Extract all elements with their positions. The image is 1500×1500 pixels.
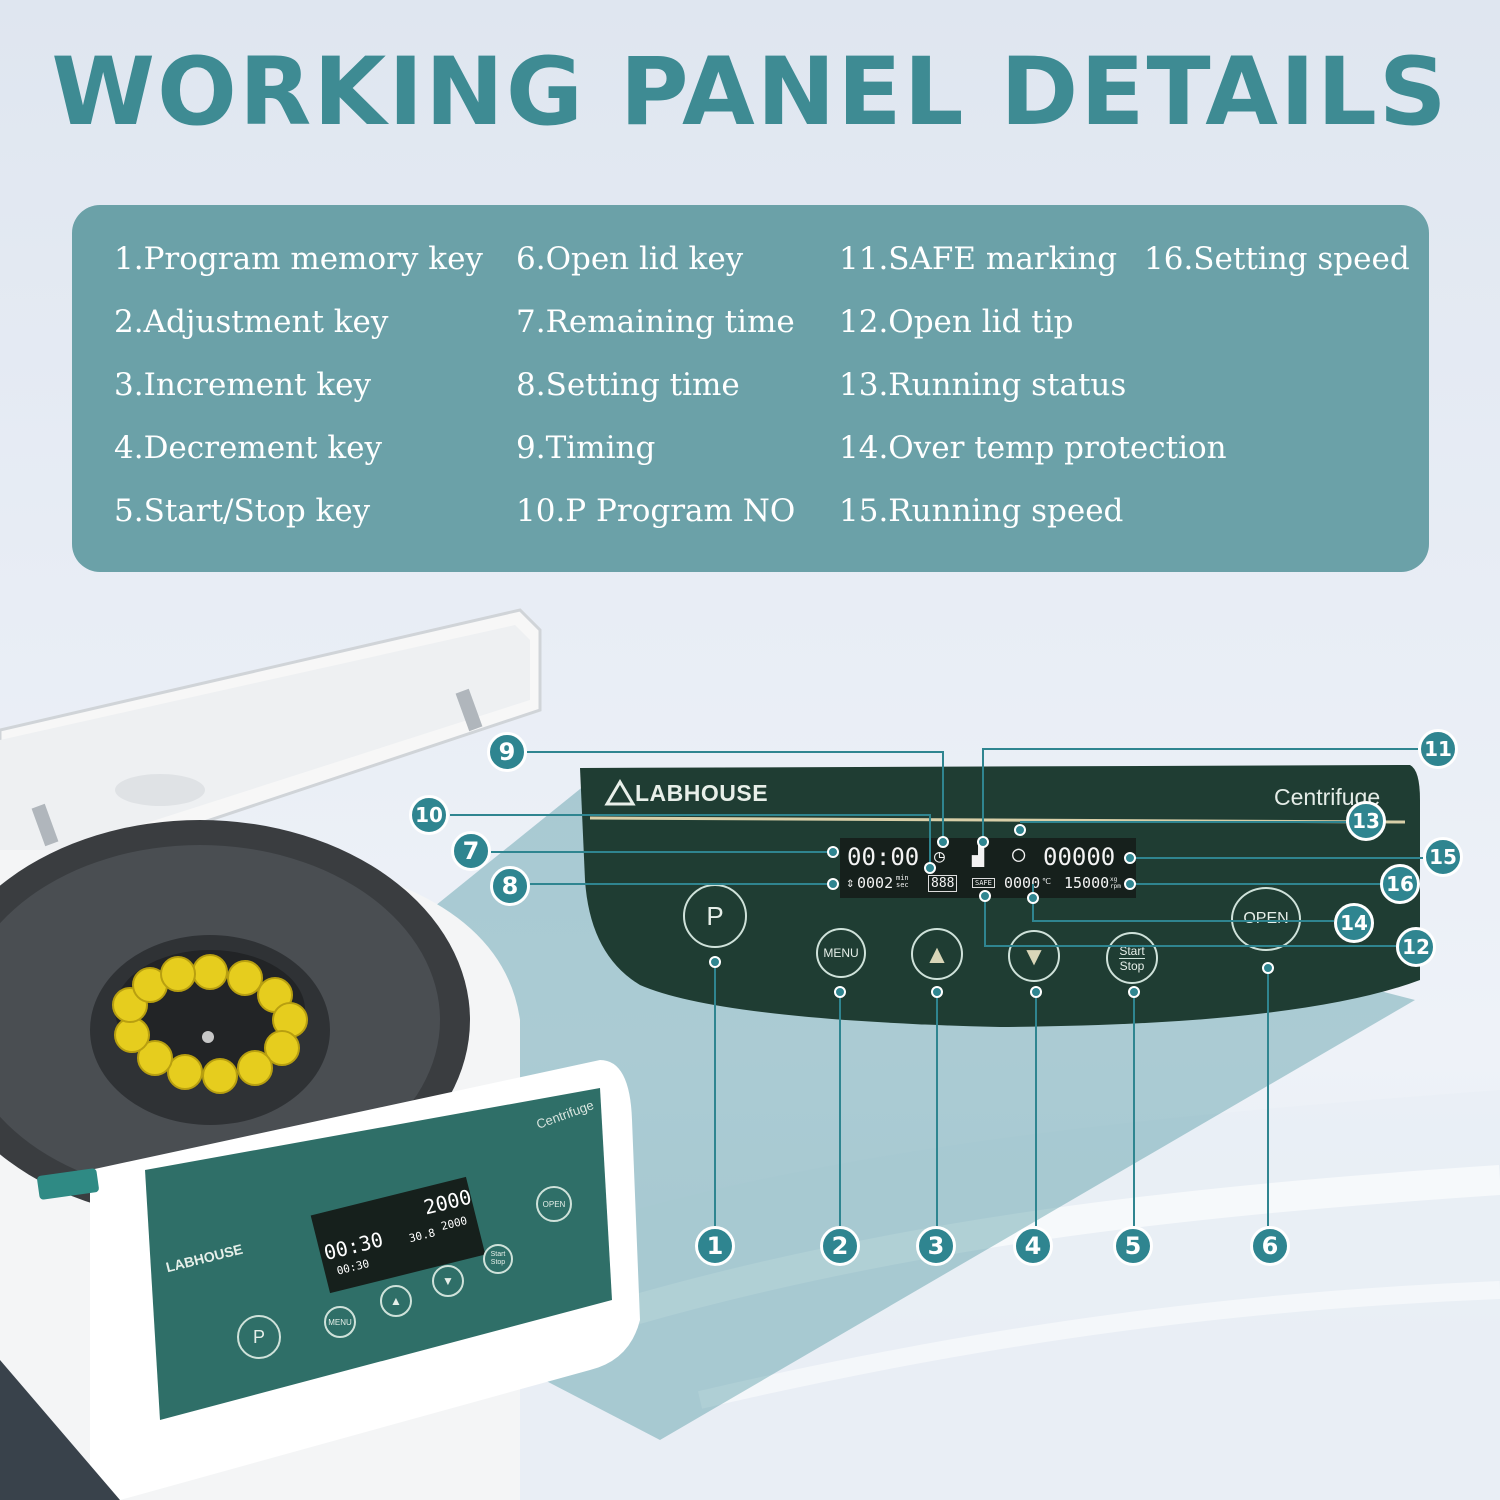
setting-speed-readout: 15000	[1064, 874, 1110, 892]
legend-item-3: 3.Increment key	[114, 367, 371, 403]
page-title: WORKING PANEL DETAILS	[51, 38, 1449, 147]
machine-up-icon: ▲	[390, 1294, 402, 1308]
legend-item-6: 6.Open lid key	[516, 241, 744, 277]
callout-badge-3: 3	[916, 1226, 956, 1266]
legend-item-10: 10.P Program NO	[516, 493, 796, 529]
legend-item-2: 2.Adjustment key	[114, 304, 389, 340]
legend-item-8: 8.Setting time	[516, 367, 740, 403]
up-arrow-icon: ▲	[924, 938, 950, 969]
temperature-readout: 0000	[1004, 874, 1041, 892]
menu-key[interactable]: MENU	[816, 928, 866, 978]
callout-badge-5: 5	[1113, 1226, 1153, 1266]
machine-stop-label: Stop	[490, 1259, 506, 1266]
machine-increment-key[interactable]: ▲	[380, 1285, 412, 1317]
machine-down-icon: ▼	[442, 1274, 454, 1288]
remaining-time-readout: 00:00	[847, 843, 920, 871]
legend-item-5: 5.Start/Stop key	[114, 493, 371, 529]
legend-item-12: 12.Open lid tip	[839, 304, 1074, 340]
safe-marking: SAFE	[972, 878, 995, 888]
panel-brand-text: LABHOUSE	[635, 780, 769, 806]
open-lid-icon: ▟	[972, 843, 985, 867]
callout-badge-1: 1	[695, 1226, 735, 1266]
callout-badge-6: 6	[1250, 1226, 1290, 1266]
callout-badge-10: 10	[409, 795, 449, 835]
callout-badge-12: 12	[1396, 927, 1436, 967]
running-status-icon: ○	[1012, 842, 1026, 867]
temperature-unit: ℃	[1042, 877, 1051, 886]
machine-start-label: Start	[490, 1251, 506, 1258]
lcd-display	[840, 838, 1136, 898]
running-speed-readout: 00000	[1043, 843, 1116, 871]
legend-item-14: 14.Over temp protection	[839, 430, 1227, 466]
centrifuge-machine	[0, 608, 640, 1500]
legend-item-13: 13.Running status	[839, 367, 1127, 403]
speed-units: xg rpm	[1110, 876, 1121, 890]
machine-program-key[interactable]: P	[237, 1315, 281, 1359]
callout-badge-11: 11	[1418, 729, 1458, 769]
open-lid-key[interactable]: OPEN	[1231, 887, 1301, 951]
time-units: min sec	[896, 874, 909, 889]
machine-menu-key[interactable]: MENU	[324, 1306, 356, 1338]
legend-item-11: 11.SAFE marking	[839, 241, 1118, 277]
callout-badge-15: 15	[1423, 837, 1463, 877]
legend-panel: 1.Program memory key 2.Adjustment key 3.…	[72, 205, 1429, 572]
adjust-icon: ⇕	[846, 875, 855, 891]
machine-start-stop-key[interactable]: Start Stop	[483, 1244, 513, 1274]
setting-time-readout: 0002	[857, 874, 894, 892]
panel-brand: LABHOUSE	[605, 780, 768, 807]
machine-open-key[interactable]: OPEN	[536, 1186, 572, 1222]
callout-badge-4: 4	[1013, 1226, 1053, 1266]
legend-item-7: 7.Remaining time	[516, 304, 795, 340]
callout-badge-16: 16	[1380, 864, 1420, 904]
callout-badge-9: 9	[487, 732, 527, 772]
machine-decrement-key[interactable]: ▼	[432, 1265, 464, 1297]
callout-badge-7: 7	[451, 831, 491, 871]
increment-key[interactable]: ▲	[911, 928, 963, 980]
legend-item-4: 4.Decrement key	[114, 430, 382, 466]
callout-badge-8: 8	[490, 866, 530, 906]
stop-label: Stop	[1119, 958, 1145, 973]
callout-badge-13: 13	[1346, 801, 1386, 841]
timing-icon: ◷	[934, 846, 945, 867]
legend-item-9: 9.Timing	[516, 430, 656, 466]
legend-item-15: 15.Running speed	[839, 493, 1124, 529]
legend-item-1: 1.Program memory key	[114, 241, 483, 277]
legend-item-16: 16.Setting speed	[1144, 241, 1410, 277]
callout-badge-14: 14	[1334, 903, 1374, 943]
callout-badge-2: 2	[820, 1226, 860, 1266]
program-number-readout: 888	[928, 875, 958, 892]
